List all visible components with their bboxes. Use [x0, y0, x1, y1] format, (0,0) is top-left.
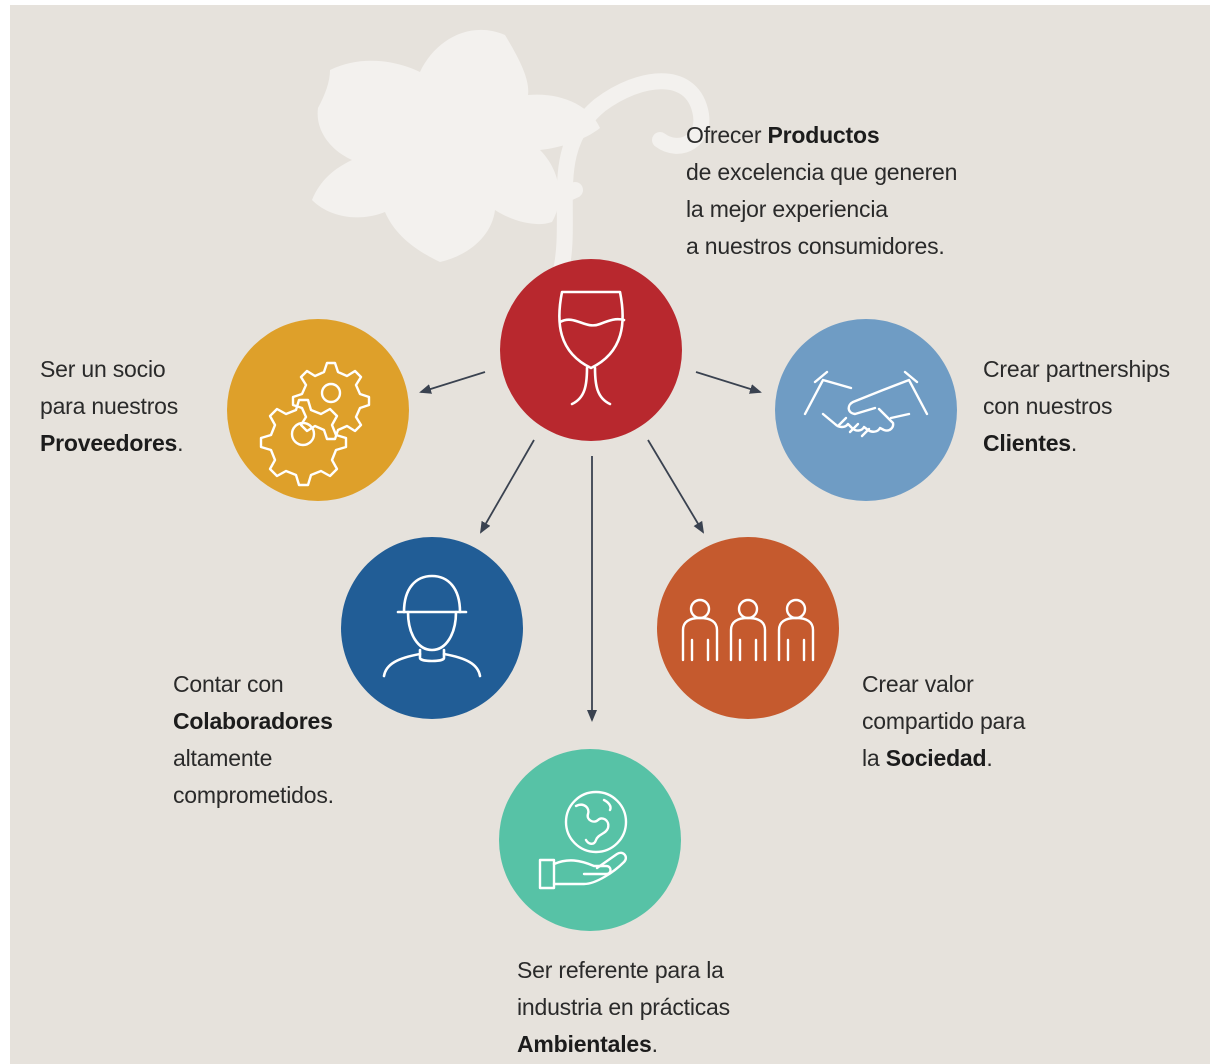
- arrow-to-proveedores: [419, 371, 486, 394]
- productos-circle: [500, 259, 682, 441]
- top-border: [0, 0, 1210, 5]
- ambientales-label-line2: industria en prácticas: [517, 994, 730, 1020]
- productos-label-line2: de excelencia que generen: [686, 159, 958, 185]
- ambientales-label-line3: Ambientales.: [517, 1031, 658, 1057]
- colaboradores-label-line1: Contar con: [173, 671, 284, 697]
- clientes-label: Crear partnerships con nuestros Clientes…: [983, 351, 1170, 462]
- clientes-label-line2: con nuestros: [983, 393, 1113, 419]
- handshake-icon: [803, 370, 929, 438]
- ambientales-circle: [499, 749, 681, 931]
- proveedores-label-line2: para nuestros: [40, 393, 179, 419]
- arrow-to-colaboradores: [480, 439, 535, 534]
- sociedad-label-line3: la Sociedad.: [862, 745, 993, 771]
- clientes-bold: Clientes: [983, 430, 1071, 456]
- colaboradores-label-line4: comprometidos.: [173, 782, 334, 808]
- sociedad-circle: [657, 537, 839, 719]
- sociedad-label: Crear valor compartido para la Sociedad.: [862, 666, 1025, 777]
- proveedores-label-line1: Ser un socio: [40, 356, 166, 382]
- arrow-to-sociedad: [647, 439, 705, 534]
- colaboradores-label-line3: altamente: [173, 745, 273, 771]
- proveedores-label-line3: Proveedores.: [40, 430, 184, 456]
- clientes-label-line1: Crear partnerships: [983, 356, 1170, 382]
- colaboradores-label-line2: Colaboradores: [173, 703, 334, 740]
- vine-tendril-decoration: [462, 73, 710, 283]
- productos-label-line1: Ofrecer Productos: [686, 122, 880, 148]
- ambientales-label-line1: Ser referente para la: [517, 957, 724, 983]
- hand-globe-icon: [538, 790, 628, 890]
- productos-label-line4: a nuestros consumidores.: [686, 233, 945, 259]
- proveedores-bold: Proveedores: [40, 430, 178, 456]
- productos-label: Ofrecer Productos de excelencia que gene…: [686, 117, 957, 265]
- productos-bold: Productos: [767, 122, 880, 148]
- sociedad-label-line2: compartido para: [862, 708, 1026, 734]
- colaboradores-circle: [341, 537, 523, 719]
- colaboradores-bold: Colaboradores: [173, 708, 333, 734]
- diagram-arrows: [419, 371, 762, 722]
- sociedad-bold: Sociedad: [885, 745, 987, 771]
- wine-glass-icon: [558, 290, 626, 406]
- worker-icon: [382, 574, 482, 678]
- sociedad-label-line1: Crear valor: [862, 671, 974, 697]
- ambientales-label: Ser referente para la industria en práct…: [517, 952, 730, 1063]
- people-group-icon: [681, 598, 815, 662]
- clientes-label-line3: Clientes.: [983, 430, 1078, 456]
- left-border: [0, 0, 10, 1064]
- productos-label-line3: la mejor experiencia: [686, 196, 888, 222]
- vine-leaf-decoration: [312, 29, 600, 262]
- proveedores-circle: [227, 319, 409, 501]
- gears-icon: [259, 361, 371, 487]
- ambientales-bold: Ambientales: [517, 1031, 652, 1057]
- arrow-to-clientes: [695, 371, 762, 394]
- proveedores-label: Ser un socio para nuestros Proveedores.: [40, 351, 184, 462]
- colaboradores-label: Contar con Colaboradores altamente compr…: [173, 666, 334, 814]
